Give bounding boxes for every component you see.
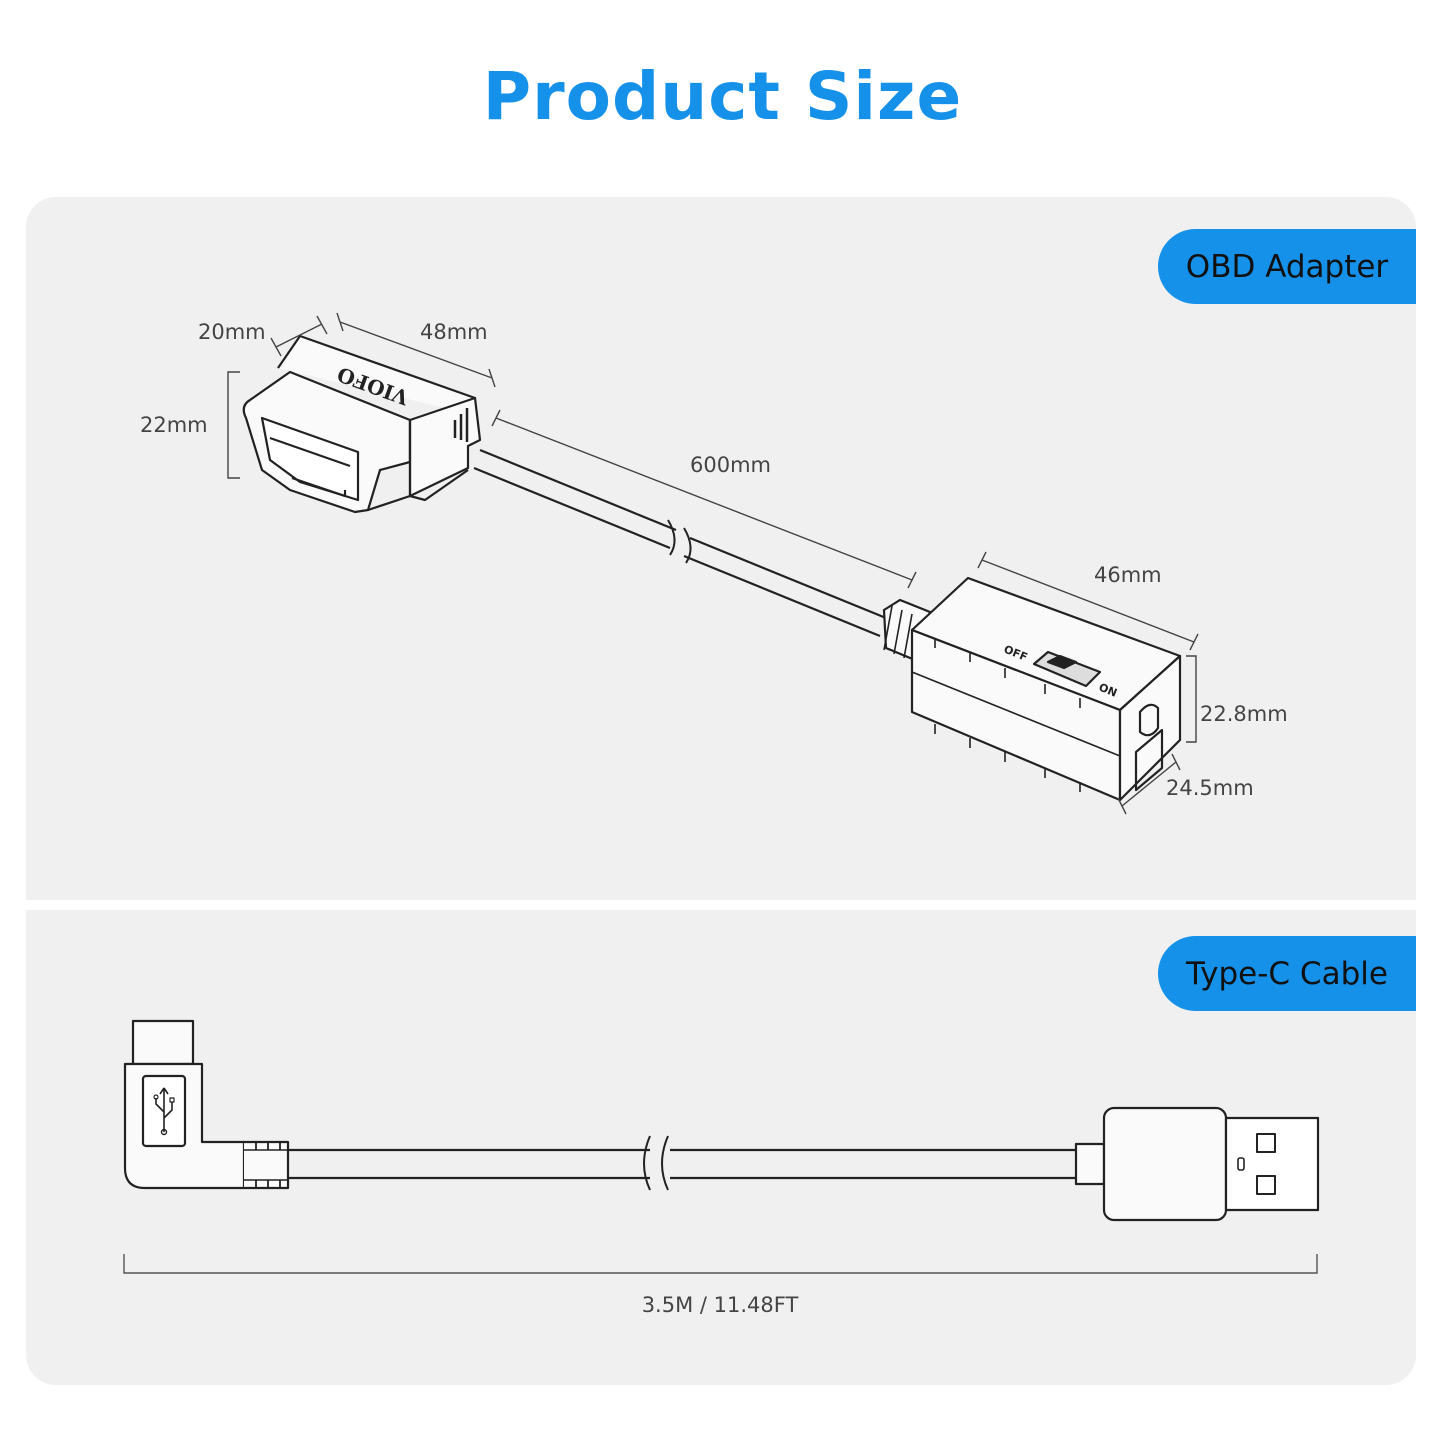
type-c-cable-line [288, 1135, 1076, 1191]
usb-a-connector-drawing [1074, 1106, 1320, 1222]
dim-600mm: 600mm [690, 453, 771, 477]
switch-box-drawing [910, 576, 1182, 802]
dimension-lines [227, 312, 1199, 815]
dim-48mm: 48mm [420, 320, 488, 344]
dim-22mm: 22mm [140, 413, 208, 437]
switch-on-label: ON [1097, 681, 1119, 700]
obd-cable-drawing [473, 448, 932, 662]
total-length-dimension [123, 1254, 1318, 1274]
dim-24-5mm: 24.5mm [1166, 776, 1254, 800]
cable-length-label: 3.5M / 11.48FT [642, 1293, 799, 1317]
obd-connector-drawing [242, 334, 482, 514]
obd-adapter-panel [26, 197, 1416, 900]
type-c-cable-label: Type-C Cable [1158, 936, 1416, 1011]
obd-adapter-label: OBD Adapter [1158, 229, 1416, 304]
dim-46mm: 46mm [1094, 563, 1162, 587]
type-c-connector-drawing [123, 1019, 290, 1190]
page-title: Product Size [482, 58, 963, 135]
dim-20mm: 20mm [198, 320, 266, 344]
dim-22-8mm: 22.8mm [1200, 702, 1288, 726]
